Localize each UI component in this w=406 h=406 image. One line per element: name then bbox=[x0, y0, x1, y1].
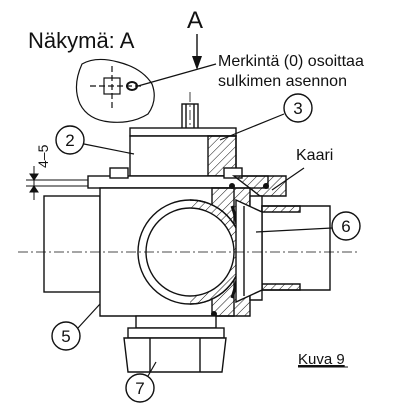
callout-2: 2 bbox=[55, 125, 135, 155]
bonnet bbox=[129, 127, 237, 177]
view-arrow-letter: A bbox=[187, 7, 203, 34]
view-title: Näkymä: A bbox=[28, 28, 135, 53]
bottom-cap bbox=[123, 315, 227, 373]
callout-5: 5 bbox=[51, 303, 101, 351]
marking-leader-line bbox=[137, 63, 217, 87]
o-ring-dot bbox=[229, 183, 235, 189]
marking-note-line2: sulkimen asennon bbox=[218, 73, 347, 90]
figure-caption: Kuva 9 bbox=[298, 351, 345, 368]
callout-7: 7 bbox=[125, 361, 157, 403]
o-ring-dot bbox=[263, 183, 269, 189]
arc-leader-line bbox=[271, 167, 305, 191]
arc-label: Kaari bbox=[296, 147, 333, 164]
callout-5-label: 5 bbox=[61, 327, 70, 346]
callout-6-label: 6 bbox=[341, 217, 350, 236]
dimension-marker bbox=[26, 166, 92, 200]
callout-7-label: 7 bbox=[135, 379, 144, 398]
callout-6: 6 bbox=[255, 211, 361, 241]
view-a-detail bbox=[75, 58, 155, 123]
view-arrow-icon bbox=[192, 34, 202, 70]
body-flange bbox=[87, 167, 287, 197]
callout-3: 3 bbox=[219, 93, 313, 141]
marking-note-line1: Merkintä (0) osoittaa bbox=[218, 53, 364, 70]
outlet-port bbox=[235, 198, 331, 304]
valve-stem bbox=[181, 103, 199, 131]
callout-2-label: 2 bbox=[65, 131, 74, 150]
dimension-label: 4–5 bbox=[35, 144, 51, 168]
callout-3-label: 3 bbox=[293, 99, 302, 118]
